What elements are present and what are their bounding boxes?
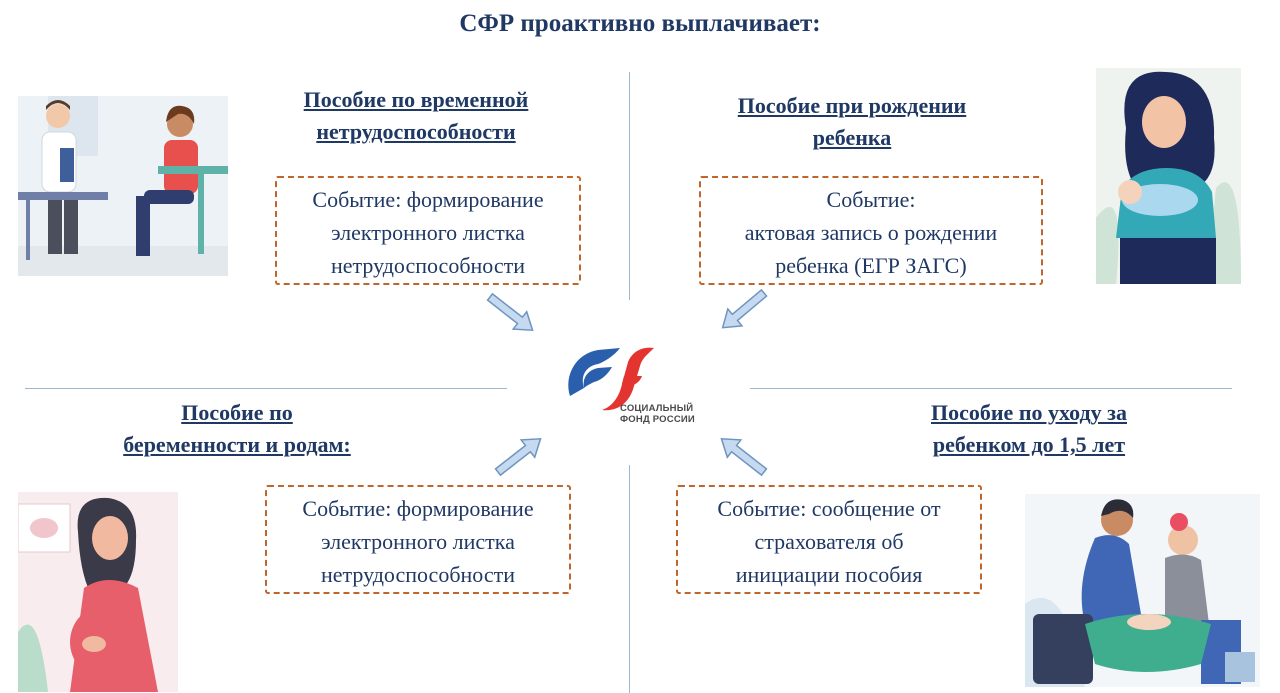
- arrow-icon: [486, 292, 534, 332]
- benefit-title-childcare: Пособие по уходу за ребенком до 1,5 лет: [869, 397, 1189, 461]
- sfr-logo: СОЦИАЛЬНЫЙ ФОНД РОССИИ: [560, 340, 720, 430]
- logo-text-line: ФОНД РОССИИ: [620, 414, 695, 425]
- page-title: СФР проактивно выплачивает:: [459, 10, 821, 37]
- pregnant-woman-illustration: [18, 492, 178, 692]
- logo-caption: СОЦИАЛЬНЫЙ ФОНД РОССИИ: [620, 403, 695, 425]
- benefit-title-line: Пособие при рождении: [737, 93, 967, 118]
- benefit-title-line: беременности и родам:: [123, 432, 351, 457]
- event-box-childcare: Событие: сообщение от страхователя об ин…: [676, 485, 982, 594]
- divider-vertical-top: [629, 72, 630, 300]
- event-line: электронного листка: [321, 529, 515, 554]
- event-line: Событие: сообщение от: [717, 496, 941, 521]
- benefit-title-maternity: Пособие по беременности и родам:: [77, 397, 397, 461]
- arrow-icon: [721, 288, 768, 329]
- event-line: актовая запись о рождении: [744, 220, 998, 245]
- event-line: электронного листка: [331, 220, 525, 245]
- event-line: Событие: формирование: [302, 496, 534, 521]
- mother-with-newborn-illustration: [1096, 68, 1241, 284]
- benefit-title-line: Пособие по: [181, 400, 293, 425]
- benefit-title-sick-leave: Пособие по временной нетрудоспособности: [256, 84, 576, 148]
- event-box-maternity: Событие: формирование электронного листк…: [265, 485, 571, 594]
- event-line: нетрудоспособности: [320, 562, 515, 587]
- arrow-icon: [720, 437, 768, 477]
- event-line: страхователя об: [754, 529, 904, 554]
- event-box-birth: Событие: актовая запись о рождении ребен…: [699, 176, 1043, 285]
- event-line: ребенка (ЕГР ЗАГС): [775, 253, 967, 278]
- divider-vertical-bottom: [629, 465, 630, 693]
- arrow-icon: [494, 437, 542, 477]
- event-line: инициации пособия: [735, 562, 923, 587]
- parents-bathing-baby-illustration: [1025, 494, 1260, 687]
- doctor-patient-illustration: [18, 96, 228, 276]
- event-line: нетрудоспособности: [330, 253, 525, 278]
- event-box-sick-leave: Событие: формирование электронного листк…: [275, 176, 581, 285]
- benefit-title-line: нетрудоспособности: [316, 119, 516, 144]
- event-line: Событие:: [826, 187, 916, 212]
- sfr-logo-icon: [568, 347, 654, 411]
- benefit-title-line: ребенка: [812, 125, 892, 150]
- divider-horizontal-left: [25, 388, 507, 389]
- event-line: Событие: формирование: [312, 187, 544, 212]
- logo-text-line: СОЦИАЛЬНЫЙ: [620, 403, 694, 414]
- benefit-title-line: Пособие по уходу за: [931, 400, 1127, 425]
- benefit-title-birth: Пособие при рождении ребенка: [692, 90, 1012, 154]
- benefit-title-line: Пособие по временной: [303, 87, 529, 112]
- divider-horizontal-right: [750, 388, 1232, 389]
- benefit-title-line: ребенком до 1,5 лет: [932, 432, 1126, 457]
